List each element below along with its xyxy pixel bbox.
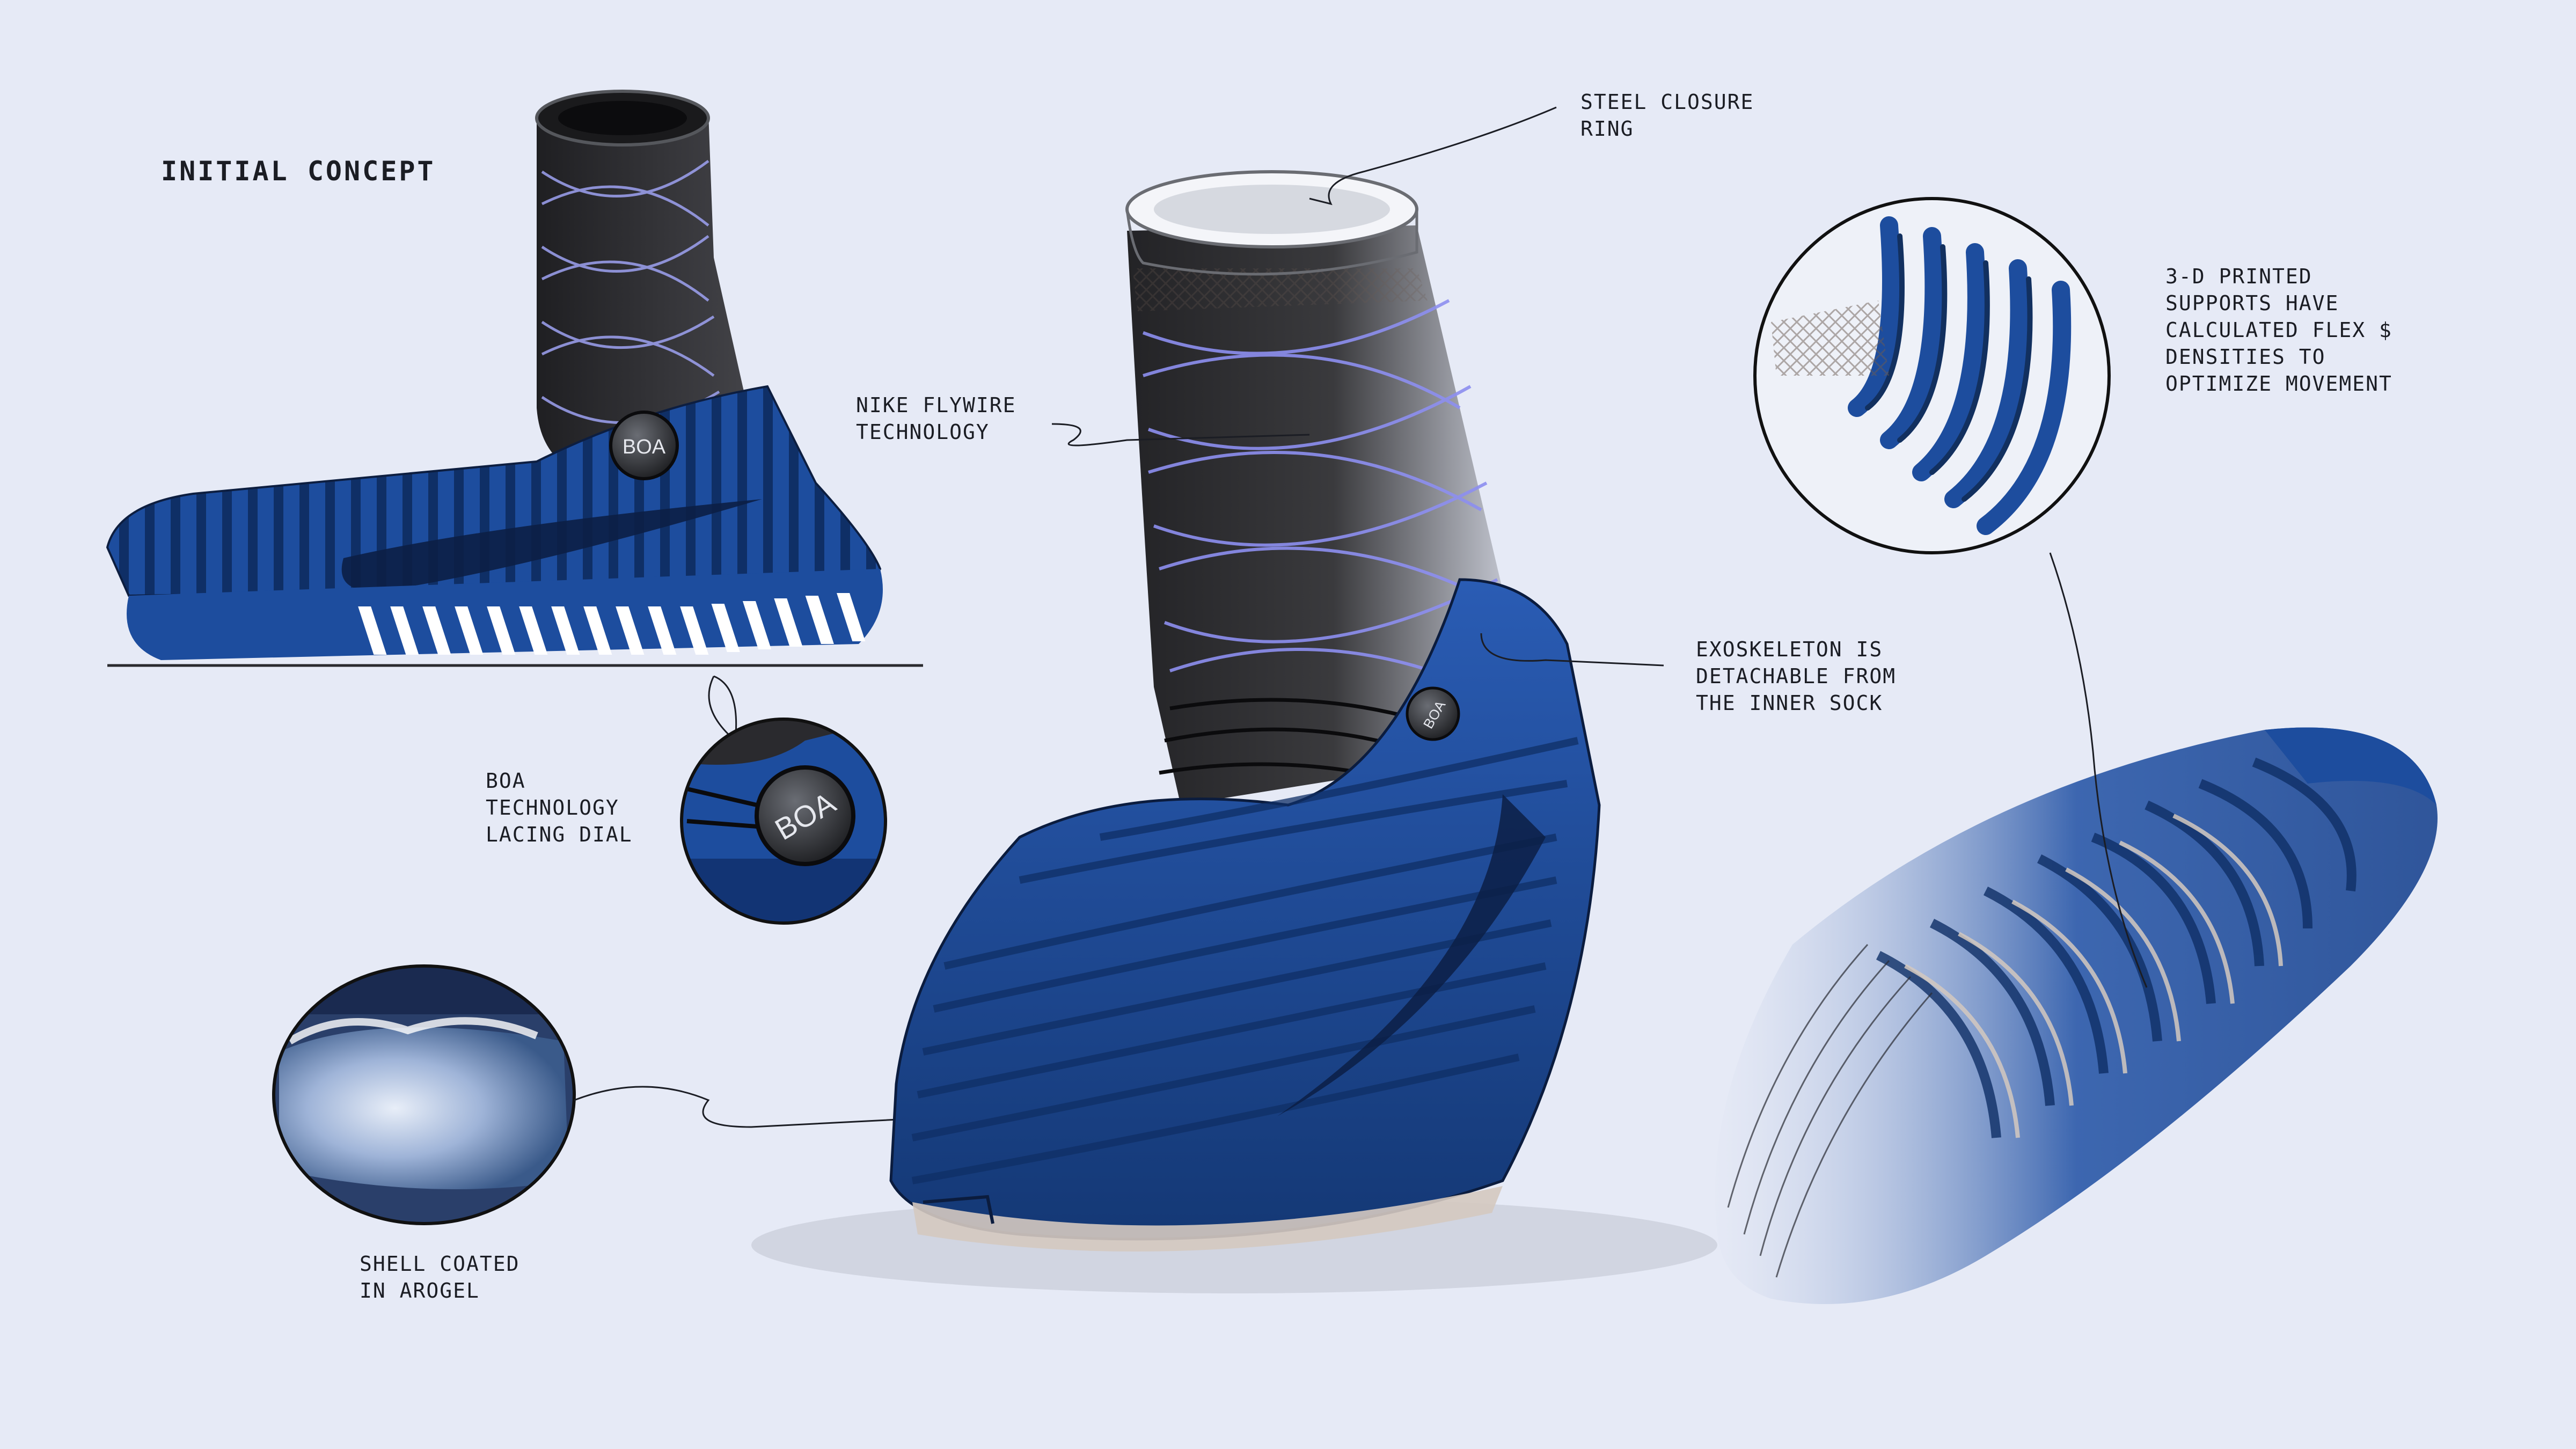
boa-dial-icon (1406, 686, 1460, 741)
boa-dial-icon (609, 411, 679, 480)
aerogel-detail-ellipse (272, 964, 961, 1225)
callout-3d-printed-supports: 3-D PRINTED SUPPORTS HAVE CALCULATED FLE… (2165, 265, 2392, 396)
callout-shell-aerogel: SHELL COATED IN AROGEL (360, 1252, 520, 1302)
boa-detail-circle: BOA (680, 675, 887, 925)
leader-lines (1051, 106, 2148, 988)
main-exoskeleton-shoe: BOA (751, 170, 1717, 1293)
printed-supports-detail-circle (1753, 197, 2111, 554)
exoskeleton-sole-view (1715, 727, 2438, 1304)
dial-text: BOA (623, 436, 666, 458)
initial-concept-shoe: BOA (106, 90, 923, 667)
callout-exoskeleton-detachable: EXOSKELETON IS DETACHABLE FROM THE INNER… (1696, 638, 1897, 715)
callout-boa-lacing-dial: BOA TECHNOLOGY LACING DIAL (486, 769, 633, 846)
page-title: INITIAL CONCEPT (161, 156, 436, 187)
callout-steel-closure-ring: STEEL CLOSURE RING (1580, 90, 1754, 141)
callout-nike-flywire: NIKE FLYWIRE TECHNOLOGY (856, 393, 1016, 444)
